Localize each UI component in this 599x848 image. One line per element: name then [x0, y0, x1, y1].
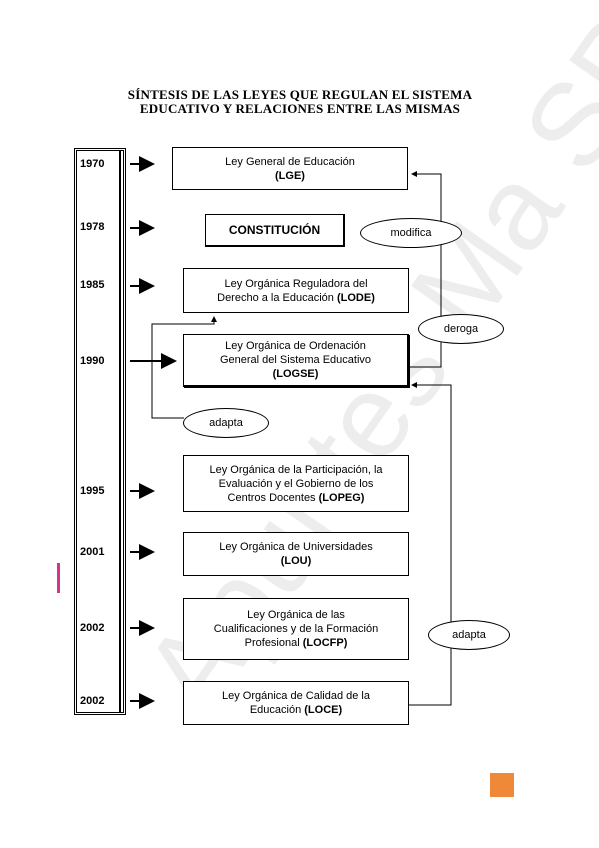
law-abbr: (LOPEG) [318, 491, 365, 504]
law-name-line: Ley Orgánica Reguladora del [224, 277, 368, 290]
law-abbr: (LODE) [336, 291, 375, 304]
law-name-line: Evaluación y el Gobierno de los [218, 477, 374, 490]
law-abbr: (LOU) [280, 555, 312, 567]
law-name-line: General del Sistema Educativo [219, 354, 372, 366]
year-label: 1995 [80, 485, 105, 497]
year-label: 1978 [80, 221, 105, 233]
year-label: 1970 [80, 158, 105, 170]
law-box-lopeg: Ley Orgánica de la Participación, la Eva… [183, 455, 409, 512]
timeline-bar [74, 148, 126, 715]
law-name-line: Profesional [244, 637, 300, 649]
law-abbr: (LGE) [275, 169, 305, 182]
law-abbr: (LOCE) [304, 704, 343, 716]
law-name: Ley General de Educación [225, 155, 355, 168]
modifica-connector [408, 171, 442, 368]
law-name-line: Ley Orgánica de Ordenación [225, 340, 366, 352]
relation-modifica: modifica [360, 218, 462, 248]
year-label: 1985 [80, 279, 105, 291]
law-box-lge: Ley General de Educación (LGE) [172, 147, 408, 190]
law-name-line: Derecho a la Educación [217, 291, 334, 304]
adapta-logse-connector [408, 382, 452, 706]
year-label: 2002 [80, 622, 105, 634]
relation-adapta: adapta [183, 408, 269, 438]
law-box-locfp: Ley Orgánica de las Cualificaciones y de… [183, 598, 409, 660]
law-box-lode: Ley Orgánica Reguladora del Derecho a la… [183, 268, 409, 313]
law-box-logse: Ley Orgánica de Ordenación General del S… [183, 334, 409, 387]
year-label: 1990 [80, 355, 105, 367]
margin-mark [57, 563, 60, 593]
law-box-constitucion: CONSTITUCIÓN [205, 214, 345, 247]
law-name-line: Cualificaciones y de la Formación [213, 623, 379, 635]
law-box-lou: Ley Orgánica de Universidades (LOU) [183, 532, 409, 576]
year-label: 2002 [80, 695, 105, 707]
page-title: SÍNTESIS DE LAS LEYES QUE REGULAN EL SIS… [60, 88, 540, 116]
law-name-line: Ley Orgánica de Calidad de la [222, 690, 370, 702]
relation-deroga: deroga [418, 314, 504, 344]
title-line-2: EDUCATIVO Y RELACIONES ENTRE LAS MISMAS [139, 101, 461, 116]
orange-square-icon [490, 773, 514, 797]
title-line-1: SÍNTESIS DE LAS LEYES QUE REGULAN EL SIS… [127, 87, 473, 102]
law-name-line: Ley Orgánica de las [247, 609, 345, 621]
law-box-loce: Ley Orgánica de Calidad de la Educación … [183, 681, 409, 725]
year-label: 2001 [80, 546, 105, 558]
law-abbr: (LOGSE) [272, 368, 319, 380]
adapta-lode-connector [151, 316, 217, 419]
law-name-line: Educación [249, 704, 302, 716]
law-name-line: Centros Docentes [227, 491, 316, 504]
law-name-line: Ley Orgánica de la Participación, la [209, 463, 383, 476]
law-name: CONSTITUCIÓN [228, 223, 321, 237]
relation-adapta: adapta [428, 620, 510, 650]
law-name: Ley Orgánica de Universidades [219, 541, 373, 553]
law-abbr: (LOCFP) [302, 637, 348, 649]
